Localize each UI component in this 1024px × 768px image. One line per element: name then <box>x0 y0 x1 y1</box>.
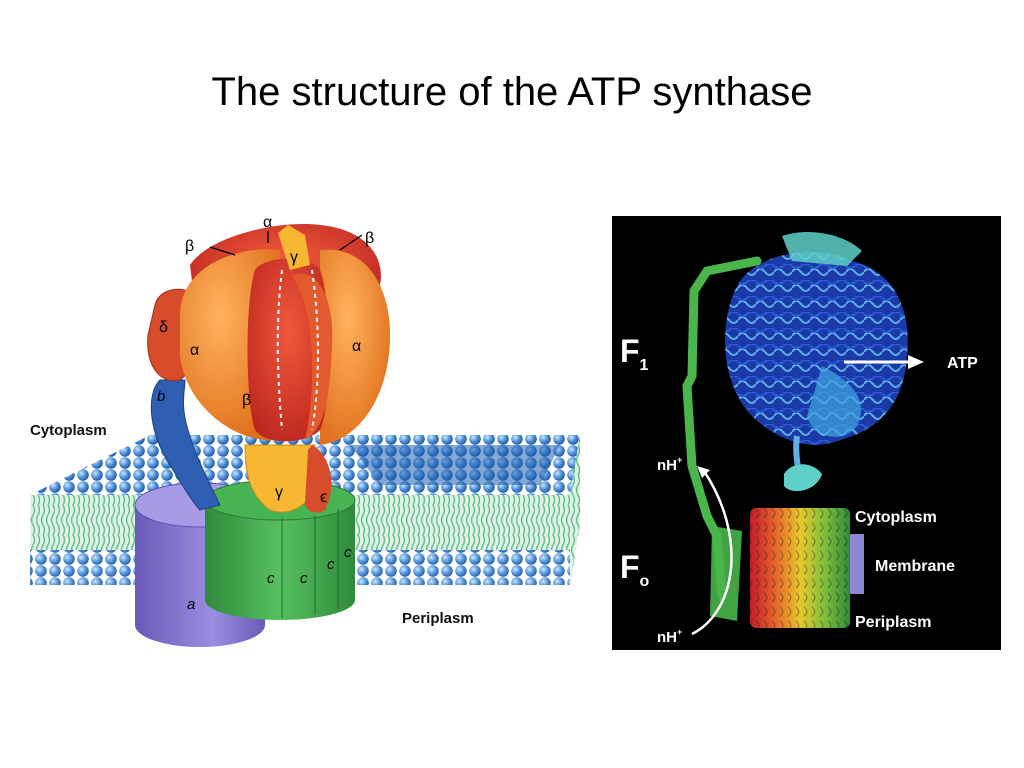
atp-synthase-ribbon-structure: F1 Fo ATP nH+ nH+ Cytoplasm Membrane Per… <box>612 216 1001 650</box>
label-cytoplasm-right: Cytoplasm <box>855 509 937 526</box>
label-cytoplasm: Cytoplasm <box>30 422 107 439</box>
label-c-1: c <box>267 570 275 587</box>
label-alpha-left: α <box>190 342 199 359</box>
f1-head <box>180 224 390 445</box>
label-beta-right: β <box>365 230 374 247</box>
membrane-legend-swatch <box>850 534 864 594</box>
label-beta-left: β <box>185 238 194 255</box>
label-c-2: c <box>300 570 308 587</box>
label-epsilon: ϵ <box>320 489 327 506</box>
epsilon-subunit <box>305 445 332 513</box>
label-b: b <box>157 388 165 405</box>
label-nh-bottom: nH+ <box>657 627 682 646</box>
label-gamma-top: γ <box>290 249 298 266</box>
atp-synthase-schematic: α β β γ δ α α β b γ ϵ a c c c c Cytoplas… <box>30 214 580 647</box>
label-delta: δ <box>159 319 168 336</box>
label-gamma-bottom: γ <box>275 484 283 501</box>
label-a: a <box>187 596 195 613</box>
label-alpha-right: α <box>352 338 361 355</box>
label-f1: F1 <box>620 333 649 374</box>
b-subunit <box>150 379 221 511</box>
label-atp: ATP <box>947 355 978 372</box>
label-beta-center: β <box>242 392 251 409</box>
label-membrane: Membrane <box>875 558 955 575</box>
label-nh-top: nH+ <box>657 455 682 474</box>
label-c-4: c <box>344 544 352 561</box>
f1-ribbon-head <box>725 251 908 445</box>
label-periplasm-right: Periplasm <box>855 614 931 631</box>
label-c-3: c <box>327 556 335 573</box>
label-alpha-top: α <box>263 214 272 231</box>
label-periplasm: Periplasm <box>402 610 474 627</box>
label-fo: Fo <box>620 549 650 590</box>
slide-title: The structure of the ATP synthase <box>211 70 813 114</box>
